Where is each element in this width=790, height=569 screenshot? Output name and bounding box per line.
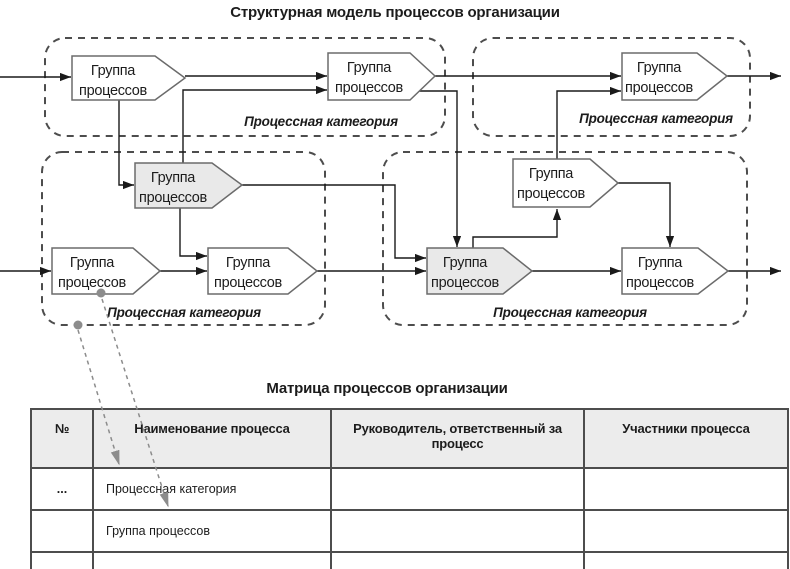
shape-label: Группа bbox=[443, 255, 488, 271]
process-group-shape-shaded bbox=[426, 247, 534, 295]
connector-arrow bbox=[556, 86, 621, 159]
shape-label: Группа bbox=[226, 255, 271, 271]
cell-process-name: Процессная категория bbox=[92, 467, 332, 511]
process-group-shape bbox=[51, 247, 162, 295]
connector-arrow bbox=[118, 100, 134, 190]
table-title: Матрица процессов организации bbox=[266, 380, 508, 397]
diagram-title: Структурная модель процессов организации bbox=[230, 4, 560, 21]
link-dot bbox=[96, 288, 106, 298]
cell-number bbox=[30, 509, 94, 553]
connector-arrow bbox=[182, 85, 327, 163]
col-header-process-name: Наименование процесса bbox=[92, 408, 332, 469]
cell-number bbox=[30, 551, 94, 569]
process-group-shape bbox=[621, 247, 730, 295]
col-header-participants: Участники процесса bbox=[583, 408, 789, 469]
process-group-shape-shaded bbox=[134, 162, 244, 209]
table-row: ... Процессная категория bbox=[30, 467, 789, 511]
process-group-shape bbox=[71, 55, 187, 101]
shape-label: процессов bbox=[139, 190, 208, 206]
shape-label: процессов bbox=[625, 80, 694, 96]
process-group-labels: Группа процессов Группа процессов Группа… bbox=[58, 60, 695, 291]
shape-label: процессов bbox=[79, 83, 148, 99]
cell-number: ... bbox=[30, 467, 94, 511]
shape-label: Группа bbox=[638, 255, 683, 271]
category-label: Процессная категория bbox=[107, 305, 261, 320]
category-labels: Процессная категория Процессная категори… bbox=[107, 111, 733, 320]
shape-label: Группа bbox=[91, 63, 136, 79]
shape-label: процессов bbox=[58, 275, 127, 291]
shape-label: процессов bbox=[214, 275, 283, 291]
shape-label: Группа bbox=[637, 60, 682, 76]
connector-arrow bbox=[472, 209, 562, 248]
cell-process-name bbox=[92, 551, 332, 569]
link-dot bbox=[73, 320, 83, 330]
cell-manager bbox=[330, 551, 585, 569]
category-label: Процессная категория bbox=[244, 114, 398, 129]
cell-manager bbox=[330, 467, 585, 511]
col-header-number: № bbox=[30, 408, 94, 469]
connector-arrow bbox=[419, 90, 462, 247]
cell-process-name: Группа процессов bbox=[92, 509, 332, 553]
table-row bbox=[30, 551, 789, 569]
shape-label: процессов bbox=[517, 186, 586, 202]
shape-label: Группа bbox=[347, 60, 392, 76]
category-box-top-left bbox=[44, 37, 446, 137]
shape-label: процессов bbox=[335, 80, 404, 96]
shape-label: Группа bbox=[529, 166, 574, 182]
cell-participants bbox=[583, 509, 789, 553]
connector-arrow bbox=[242, 184, 426, 263]
shape-label: процессов bbox=[626, 275, 695, 291]
category-box-mid-left bbox=[41, 151, 326, 326]
process-group-shape bbox=[512, 158, 620, 208]
table-row: Группа процессов bbox=[30, 509, 789, 553]
shape-label: Группа bbox=[70, 255, 115, 271]
process-group-shape bbox=[327, 52, 437, 101]
connector-arrow bbox=[618, 182, 675, 247]
category-box-top-right bbox=[472, 37, 751, 137]
col-header-manager: Руководитель, ответственный за процесс bbox=[330, 408, 585, 469]
shape-label: процессов bbox=[431, 275, 500, 291]
table-header-row: № Наименование процесса Руководитель, от… bbox=[30, 408, 789, 469]
connector-arrow bbox=[179, 208, 207, 261]
process-group-shape bbox=[207, 247, 319, 295]
shape-label: Группа bbox=[151, 170, 196, 186]
category-label: Процессная категория bbox=[493, 305, 647, 320]
cell-participants bbox=[583, 467, 789, 511]
cell-manager bbox=[330, 509, 585, 553]
category-label: Процессная категория bbox=[579, 111, 733, 126]
category-box-mid-right bbox=[382, 151, 748, 326]
cell-participants bbox=[583, 551, 789, 569]
process-group-shape bbox=[621, 52, 729, 101]
process-matrix-table: № Наименование процесса Руководитель, от… bbox=[30, 408, 789, 569]
